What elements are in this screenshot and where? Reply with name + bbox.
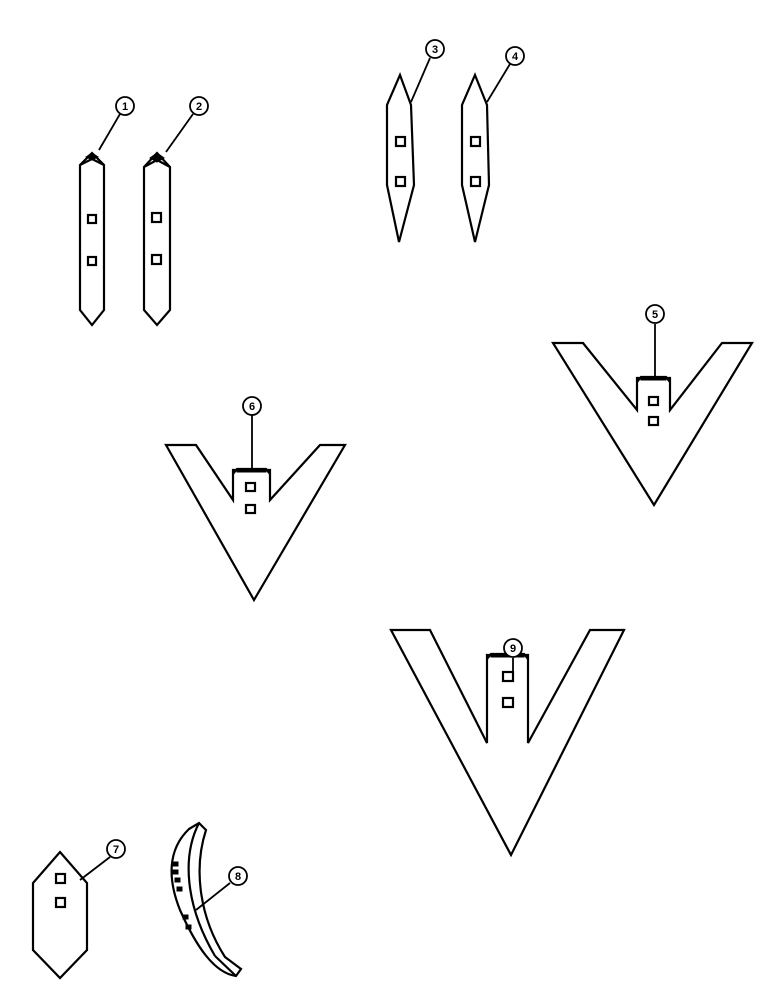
callout-1: 1	[115, 96, 135, 116]
callout-6-label: 6	[249, 401, 255, 413]
callout-7-label: 7	[113, 844, 119, 856]
part-4-double-point-shovel	[460, 72, 491, 243]
part-5-sweep	[551, 341, 754, 508]
callout-7: 7	[106, 839, 126, 859]
callout-9-label: 9	[510, 643, 516, 655]
part-1-reversible-shovel	[78, 151, 106, 327]
callout-2-label: 2	[196, 101, 202, 113]
part-6-sweep	[164, 443, 347, 603]
callout-8-label: 8	[235, 871, 241, 883]
callout-6: 6	[242, 396, 262, 416]
leader-lines	[79, 57, 656, 911]
callout-2: 2	[189, 96, 209, 116]
callout-3-label: 3	[432, 44, 438, 56]
part-2-reversible-shovel	[142, 151, 172, 327]
callout-3: 3	[425, 39, 445, 59]
callout-1-label: 1	[122, 101, 128, 113]
callout-9: 9	[503, 638, 523, 658]
callout-4: 4	[505, 46, 525, 66]
part-9-sweep	[389, 628, 626, 858]
part-8-curved-shank	[170, 821, 243, 978]
callout-5: 5	[645, 304, 665, 324]
callout-8: 8	[228, 866, 248, 886]
callout-4-label: 4	[512, 51, 519, 63]
part-3-double-point-shovel	[385, 72, 416, 243]
callout-5-label: 5	[652, 309, 658, 321]
part-7-hexagonal-shovel	[31, 850, 89, 980]
